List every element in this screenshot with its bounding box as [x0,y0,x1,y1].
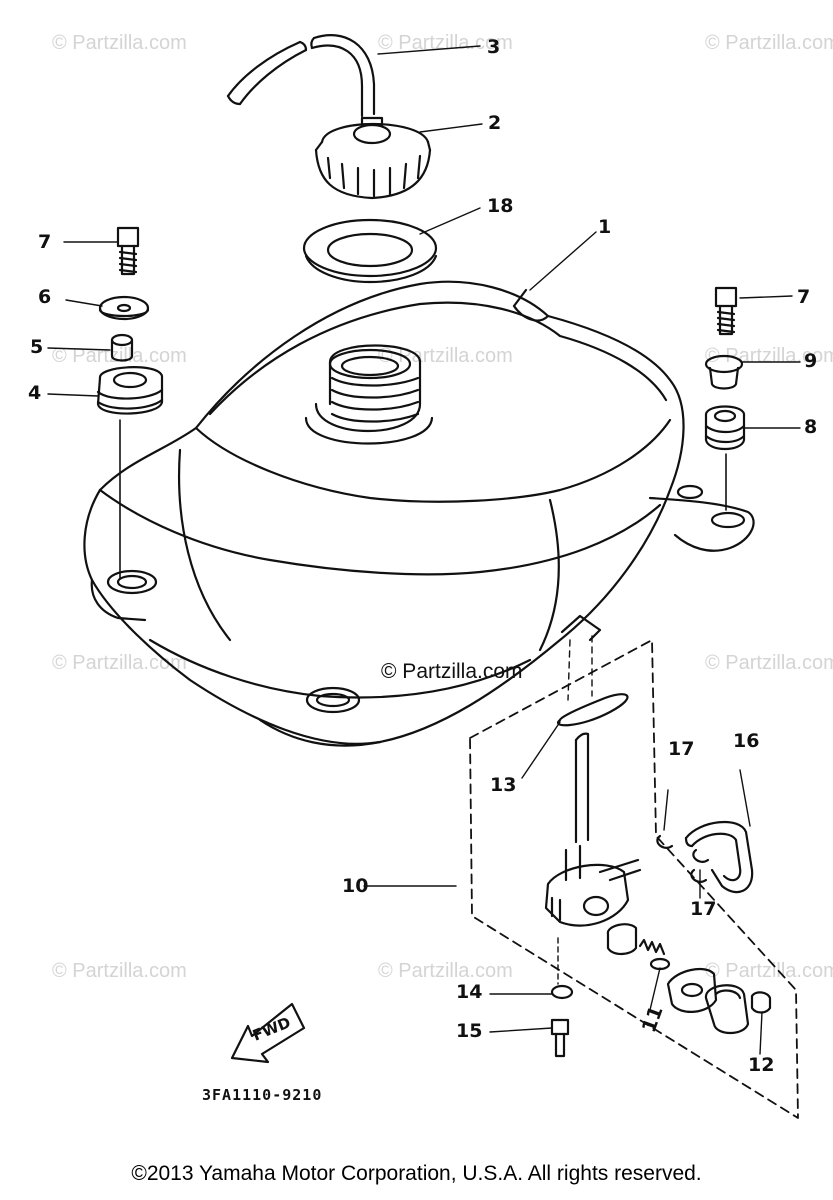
callout-2: 2 [488,112,502,134]
callout-leaders [47,45,801,1055]
watermark-bottom-left: © Partzilla.com [52,960,187,982]
cap-gasket-part [302,218,438,284]
right-bolt-part [714,286,738,336]
drain-washer-part [550,937,574,1000]
callout-6: 6 [38,286,52,308]
watermark-low-left: © Partzilla.com [52,652,187,674]
fuel-hose-part [684,820,754,894]
callout-4: 4 [28,382,42,404]
left-grommet-part [96,366,164,415]
watermark-low-right: © Partzilla.com [705,652,833,674]
watermark-bottom-right: © Partzilla.com [705,960,833,982]
watermark-bottom-center: © Partzilla.com [378,960,513,982]
callout-15: 15 [456,1020,483,1042]
fuel-tank-body [83,280,755,747]
callout-18: 18 [487,195,514,217]
callout-12: 12 [748,1054,775,1076]
filler-neck [304,344,434,445]
callout-5: 5 [30,336,44,358]
fwd-arrow [230,1002,306,1064]
diagram-code: 3FA1110-9210 [202,1086,323,1104]
callout-17-bottom: 17 [690,898,717,920]
watermark-top-center: © Partzilla.com [378,32,513,54]
cock-valve-parts [606,923,772,1035]
strainer-oring-part [556,614,629,727]
watermark-mid-right: © Partzilla.com [705,345,833,367]
watermark-mid-left: © Partzilla.com [52,345,187,367]
watermark-top-right: © Partzilla.com [705,32,833,54]
hose-clip-parts [656,834,710,883]
left-washer-part [98,295,150,321]
fuel-cock-part [544,732,642,927]
fuel-cock-dashed-box [469,639,799,1119]
callout-9: 9 [804,350,818,372]
fuel-cap-part [314,116,432,200]
callout-7-right: 7 [797,286,811,308]
right-collar-part [704,354,744,390]
copyright-footer: ©2013 Yamaha Motor Corporation, U.S.A. A… [131,1162,702,1185]
left-bolt-part [116,226,140,276]
callout-16: 16 [733,730,760,752]
drain-screw-part [550,1018,570,1058]
callout-17-top: 17 [668,738,695,760]
callout-8: 8 [804,416,818,438]
callout-7-left: 7 [38,231,52,253]
center-watermark: © Partzilla.com [381,660,523,683]
vent-hose-part [226,34,376,118]
right-grommet-part [704,405,746,451]
callout-1: 1 [598,216,612,238]
callout-14: 14 [456,981,483,1003]
callout-13: 13 [490,774,517,796]
watermark-mid-center: © Partzilla.com [378,345,513,367]
watermark-top-left: © Partzilla.com [52,32,187,54]
callout-10: 10 [342,875,369,897]
left-collar-part [110,333,134,362]
callout-3: 3 [487,36,501,58]
